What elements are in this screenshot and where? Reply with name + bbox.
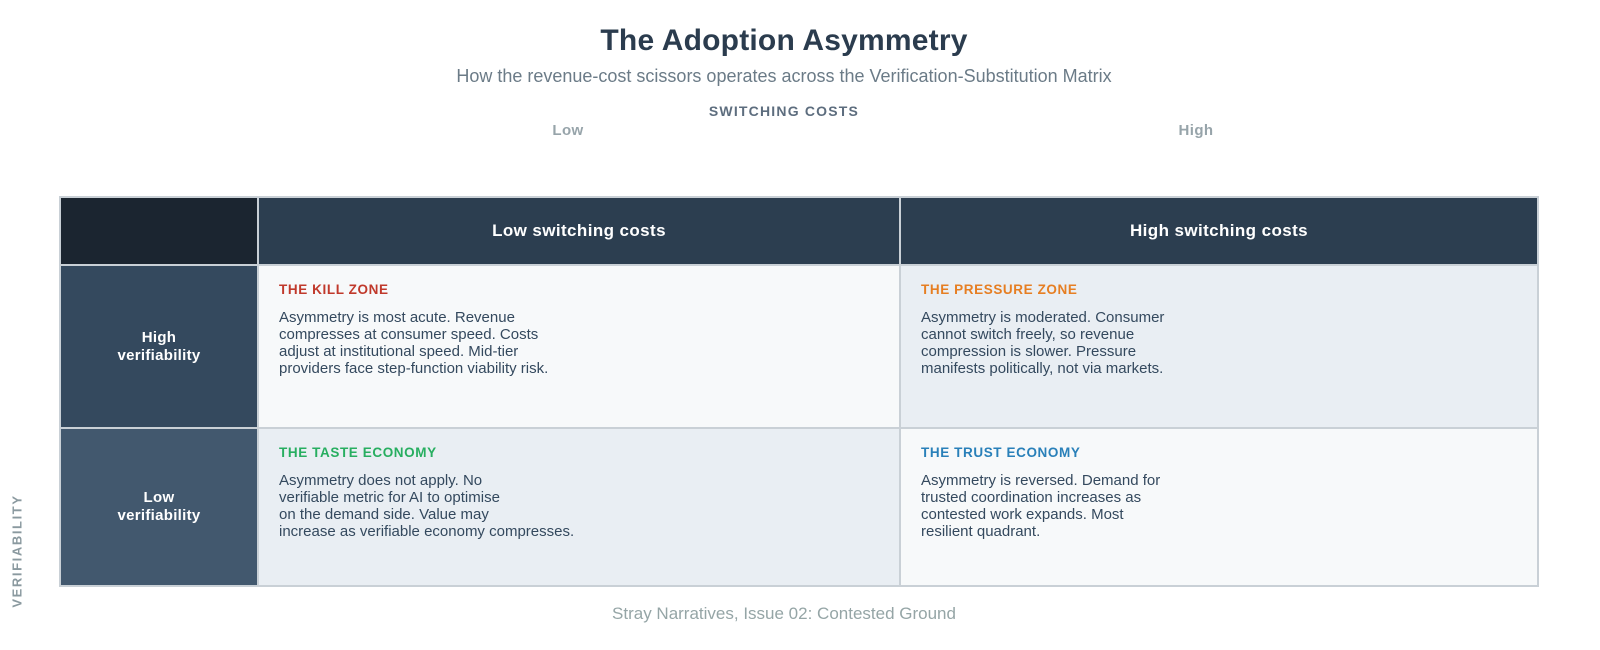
x-axis-high-label: High [1178,122,1214,139]
quadrant-taste-economy: THE TASTE ECONOMY Asymmetry does not app… [259,429,899,585]
figure-caption: Stray Narratives, Issue 02: Contested Gr… [612,604,956,623]
quadrant-trust-economy-body: Asymmetry is reversed. Demand for truste… [921,472,1161,541]
row-header-low-verifiability: Low verifiability [61,429,257,585]
page-subtitle: How the revenue-cost scissors operates a… [456,66,1112,86]
quadrant-pressure-zone: THE PRESSURE ZONE Asymmetry is moderated… [901,266,1537,427]
quadrant-kill-zone-title: THE KILL ZONE [279,282,389,297]
matrix-corner-cell [61,198,257,264]
x-axis-low-label: Low [552,122,584,139]
column-header-low-switching-costs: Low switching costs [259,198,899,264]
quadrant-kill-zone-body: Asymmetry is most acute. Revenue compres… [279,309,549,378]
figure-header: The Adoption Asymmetry How the revenue-c… [0,0,1568,119]
column-header-high-switching-costs: High switching costs [901,198,1537,264]
page-title: The Adoption Asymmetry [600,24,968,57]
y-axis-title: VERIFIABILITY [9,494,25,608]
quadrant-trust-economy-title: THE TRUST ECONOMY [921,445,1081,460]
row-header-high-verifiability: High verifiability [61,266,257,427]
verification-substitution-matrix: Low switching costs High switching costs… [59,196,1539,587]
quadrant-trust-economy: THE TRUST ECONOMY Asymmetry is reversed.… [901,429,1537,585]
quadrant-pressure-zone-title: THE PRESSURE ZONE [921,282,1078,297]
quadrant-kill-zone: THE KILL ZONE Asymmetry is most acute. R… [259,266,899,427]
quadrant-taste-economy-title: THE TASTE ECONOMY [279,445,437,460]
quadrant-pressure-zone-body: Asymmetry is moderated. Consumer cannot … [921,309,1165,378]
x-axis-title: SWITCHING COSTS [708,103,860,119]
quadrant-taste-economy-body: Asymmetry does not apply. No verifiable … [279,472,575,541]
